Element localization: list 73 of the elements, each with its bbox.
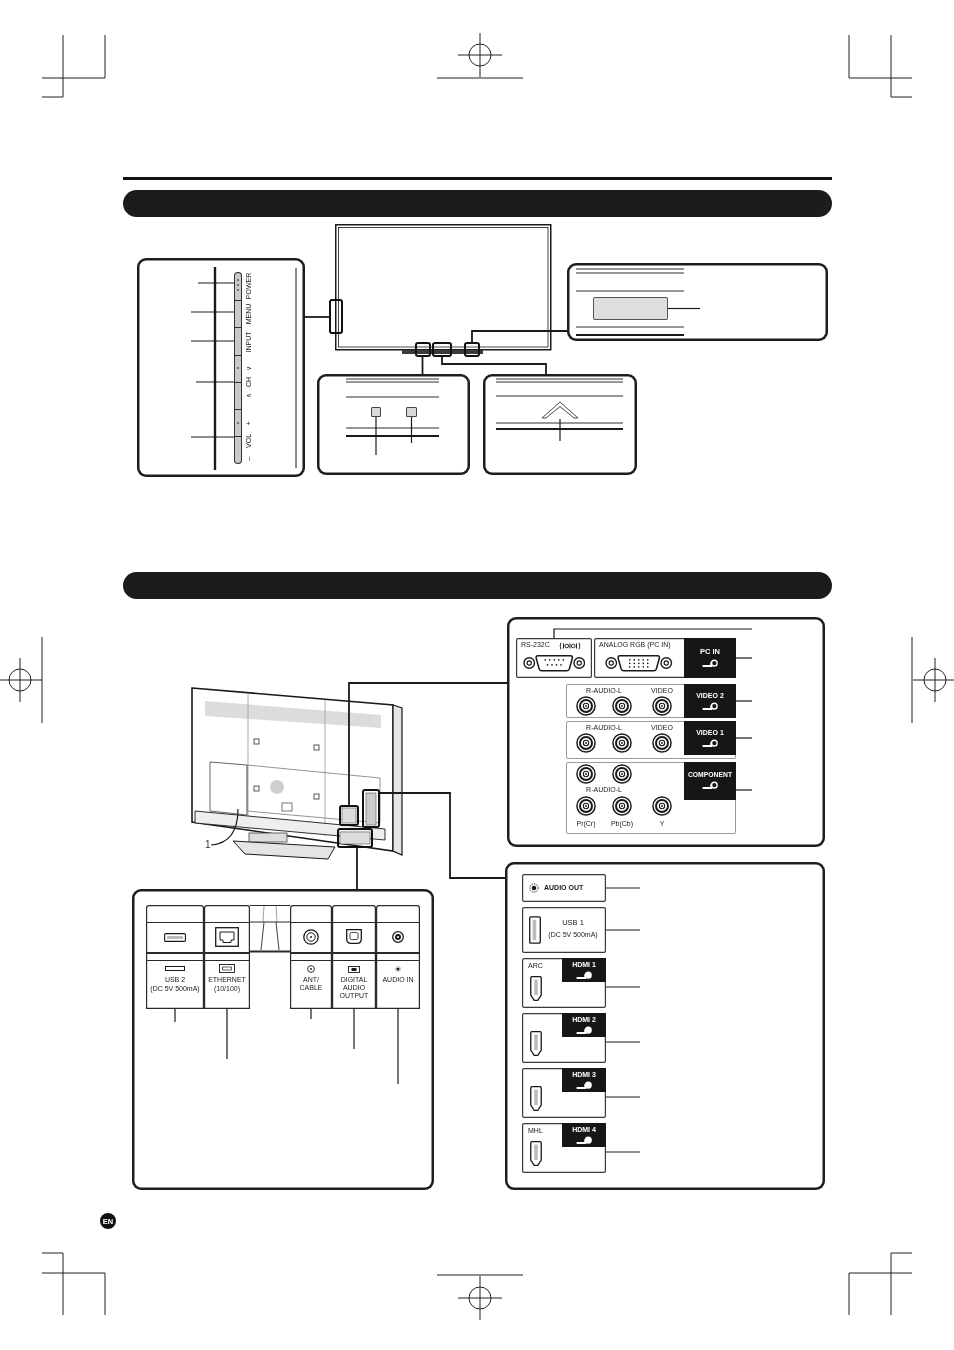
highlight-frame: [339, 805, 359, 826]
leader-line: [605, 1096, 641, 1098]
leader-line: [353, 1008, 355, 1050]
port-plate: [146, 905, 204, 1009]
sensor-window: [593, 297, 668, 320]
leader-line: [226, 1008, 228, 1060]
leader-line: [605, 929, 641, 931]
connector-line: [304, 316, 330, 318]
port-plate: [522, 1013, 606, 1063]
port-plate: [522, 958, 606, 1008]
detail-panel: [132, 889, 434, 1190]
indicator-lamp: [406, 407, 417, 417]
leader-line: [735, 657, 753, 659]
leader-line: [559, 418, 561, 442]
control-button: [234, 272, 242, 301]
detail-panel: [317, 374, 470, 475]
indicator-lamp: [371, 407, 381, 417]
leader-line: [195, 381, 235, 383]
leader-line: [397, 1008, 399, 1085]
detail-panel: [483, 374, 637, 475]
leader-line: [605, 1041, 641, 1043]
control-button: [234, 300, 242, 328]
port-plate: [522, 1068, 606, 1118]
connector-line: [421, 356, 424, 375]
leader-line: [735, 789, 753, 791]
detail-panel: [505, 862, 825, 1190]
detail-panel: [137, 258, 305, 477]
leader-line: [735, 700, 753, 702]
port-plate: [566, 684, 736, 718]
port-plate: [522, 874, 606, 902]
leader-line: [553, 628, 753, 639]
control-button: [234, 409, 242, 464]
detail-panel: [507, 617, 825, 847]
port-plate: [566, 762, 736, 834]
chevron-mark: [541, 401, 579, 419]
control-button: [234, 355, 242, 410]
highlight-frame: [362, 789, 380, 828]
port-plate: [522, 907, 606, 953]
port-plate: [376, 905, 420, 1009]
leader-line: [605, 1151, 641, 1153]
connector-line: [471, 330, 568, 343]
leader-line: [735, 737, 753, 739]
connector-line: [441, 356, 547, 375]
highlight-frame: [337, 828, 373, 848]
leader-line: [410, 416, 413, 444]
leader-line: [190, 340, 235, 342]
leader-line: [190, 436, 235, 438]
callout-number: 1: [205, 840, 211, 852]
connector-line: [348, 682, 508, 806]
leader-line: [375, 416, 377, 456]
port-plate: [566, 721, 736, 759]
highlight-frame: [415, 342, 431, 357]
control-button: [234, 327, 242, 356]
connector-line: [356, 847, 358, 890]
leader-line: [197, 282, 235, 284]
leader-line: [174, 1008, 176, 1023]
highlight-frame: [432, 342, 452, 357]
port-plate: [204, 905, 250, 1009]
leader-line: [605, 887, 641, 889]
highlight-frame: [329, 299, 343, 334]
leader-line: [310, 1008, 312, 1020]
port-plate: [332, 905, 376, 1009]
leader-line: [210, 808, 239, 846]
detail-panel: [567, 263, 828, 341]
leader-line: [605, 986, 641, 988]
port-plate: [522, 1123, 606, 1173]
leader-line: [667, 307, 701, 310]
port-plate: [290, 905, 332, 1009]
connector-line: [379, 792, 506, 879]
leader-line: [190, 311, 235, 313]
highlight-frame: [464, 342, 480, 357]
port-plate: [516, 638, 592, 678]
port-plate: [594, 638, 736, 678]
